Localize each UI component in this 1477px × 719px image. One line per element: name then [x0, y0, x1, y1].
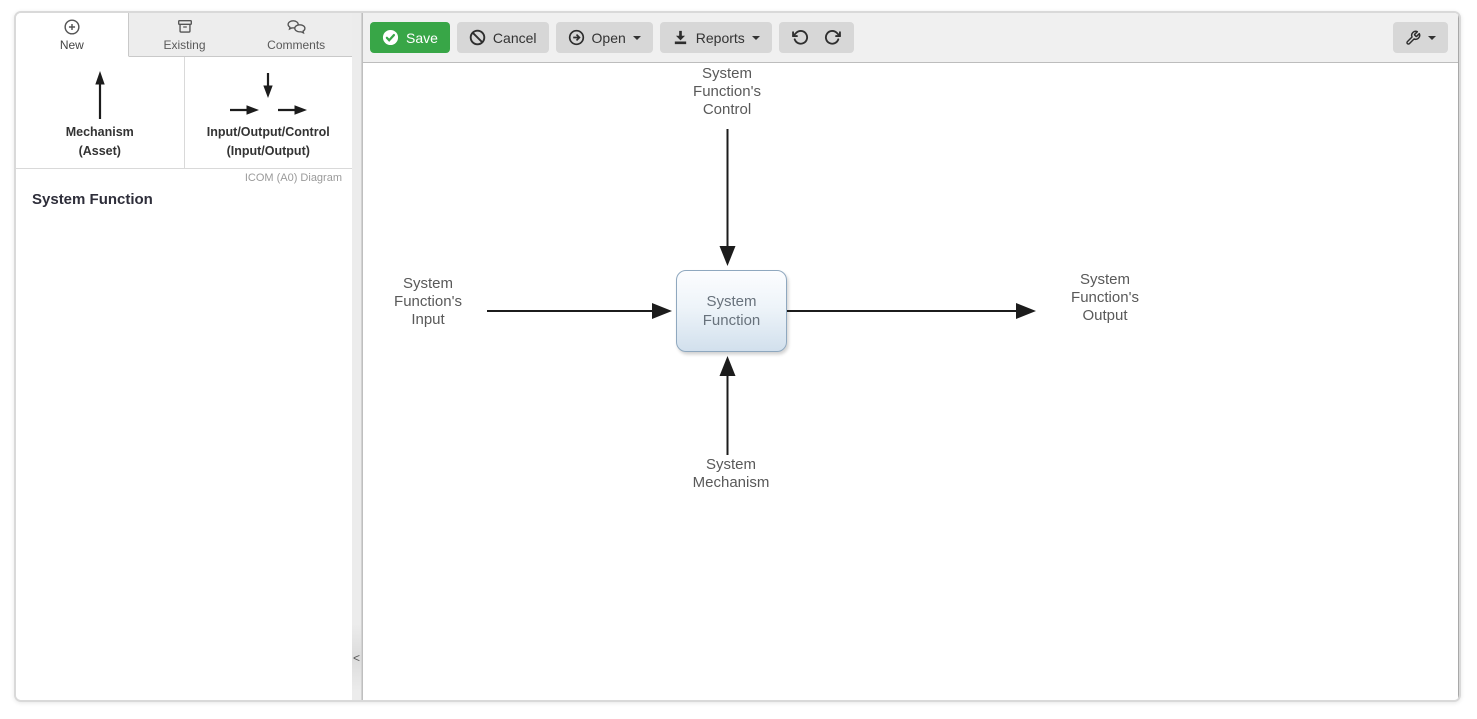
- open-button-label: Open: [591, 29, 626, 46]
- plus-circle-icon: [63, 18, 81, 36]
- comments-icon: [286, 18, 307, 36]
- chevron-down-icon: [632, 35, 641, 40]
- ban-icon: [469, 29, 486, 46]
- save-button[interactable]: Save: [370, 22, 450, 53]
- palette-item-subtitle: (Input/Output): [226, 144, 310, 159]
- chevron-left-icon: <: [352, 651, 360, 665]
- function-box[interactable]: System Function: [676, 270, 787, 352]
- control-label[interactable]: System Function's Control: [693, 65, 761, 118]
- palette-item-mechanism[interactable]: Mechanism (Asset): [16, 57, 185, 168]
- palette-item-title: Input/Output/Control: [206, 125, 330, 139]
- open-dropdown-button[interactable]: Open: [555, 22, 653, 53]
- function-name-heading: System Function: [32, 191, 153, 208]
- cancel-button[interactable]: Cancel: [456, 22, 549, 53]
- sidebar: New Existing: [16, 13, 352, 700]
- wrench-icon: [1405, 30, 1421, 46]
- reports-button-label: Reports: [695, 29, 745, 46]
- chevron-down-icon: [1428, 35, 1436, 40]
- editor-panel: Save Cancel Open: [362, 13, 1459, 700]
- tab-new[interactable]: New: [16, 13, 129, 57]
- sidebar-collapse-handle: <: [352, 13, 362, 700]
- tab-comments-label: Comments: [267, 37, 326, 52]
- tab-existing[interactable]: Existing: [128, 13, 241, 57]
- diagram-type-label: ICOM (A0) Diagram: [244, 172, 342, 184]
- palette-item-subtitle: (Asset): [78, 144, 121, 159]
- tab-comments[interactable]: Comments: [240, 13, 352, 57]
- cancel-button-label: Cancel: [492, 29, 537, 46]
- undo-icon: [791, 29, 809, 46]
- mechanism-label[interactable]: System Mechanism: [692, 456, 770, 491]
- download-icon: [672, 29, 689, 46]
- input-output-arrows-icon: [220, 67, 316, 123]
- tab-existing-label: Existing: [163, 37, 206, 52]
- arrow-up-icon: [91, 67, 109, 123]
- app-window: New Existing: [14, 11, 1461, 702]
- sidebar-empty-area: [16, 208, 352, 700]
- redo-button[interactable]: [824, 29, 841, 46]
- save-button-label: Save: [406, 29, 438, 46]
- editor-toolbar: Save Cancel Open: [363, 13, 1458, 63]
- collapse-button[interactable]: <: [352, 624, 361, 692]
- output-label[interactable]: System Function's Output: [1071, 271, 1139, 324]
- sidebar-tabs: New Existing: [16, 13, 352, 57]
- palette-item-title: Mechanism: [65, 125, 134, 139]
- palette-item-input-output-control[interactable]: Input/Output/Control (Input/Output): [185, 57, 353, 168]
- shape-palette: Mechanism (Asset) Input/Output/Control (…: [16, 57, 352, 169]
- tab-new-label: New: [59, 37, 84, 52]
- tools-dropdown-button[interactable]: [1393, 22, 1448, 53]
- arrow-right-circle-icon: [568, 29, 585, 46]
- chevron-down-icon: [751, 35, 760, 40]
- diagram-canvas[interactable]: System Function's Control System Functio…: [363, 63, 1458, 700]
- archive-icon: [176, 18, 194, 36]
- check-circle-icon: [382, 29, 399, 46]
- undo-button[interactable]: [791, 29, 809, 46]
- input-label[interactable]: System Function's Input: [394, 275, 462, 328]
- reports-dropdown-button[interactable]: Reports: [659, 22, 772, 53]
- diagram-edges: [487, 129, 1036, 455]
- redo-icon: [824, 29, 841, 46]
- history-button-group: [778, 22, 854, 53]
